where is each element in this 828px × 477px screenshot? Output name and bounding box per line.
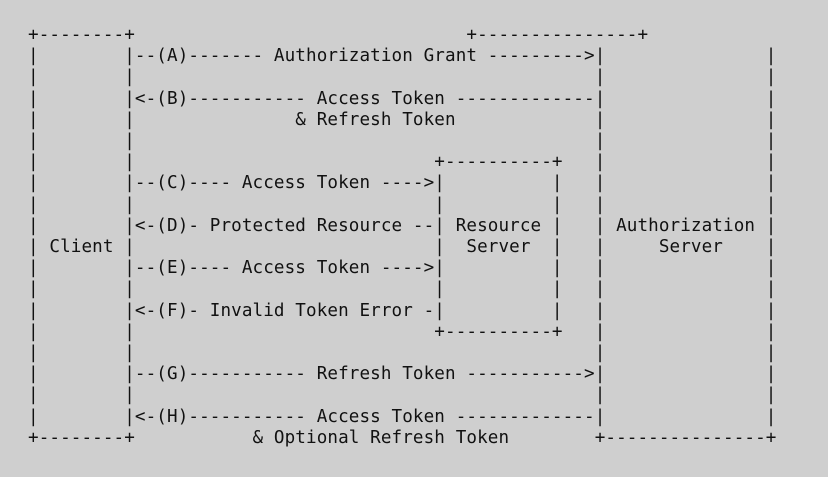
line-client-label: | Client | | Server | | Server | bbox=[28, 237, 777, 258]
line-resource-server-bottom: | | +----------+ | | bbox=[28, 321, 777, 342]
line-blank-5: | | | | bbox=[28, 343, 777, 364]
line-blank-2: | | | | bbox=[28, 131, 777, 152]
line-access-token-h: | |<-(H)----------- Access Token -------… bbox=[28, 406, 777, 427]
line-authorization-grant: | |--(A)------- Authorization Grant ----… bbox=[28, 46, 777, 67]
line-blank-6: | | | | bbox=[28, 385, 777, 406]
line-access-token-b: | |<-(B)----------- Access Token -------… bbox=[28, 88, 777, 109]
line-invalid-token-error-f: | |<-(F)- Invalid Token Error -| | | | bbox=[28, 300, 777, 321]
line-blank-3: | | | | | | bbox=[28, 194, 777, 215]
line-blank-4: | | | | | | bbox=[28, 279, 777, 300]
line-access-token-c: | |--(C)---- Access Token ---->| | | | bbox=[28, 173, 777, 194]
line-resource-server-top: | | +----------+ | | bbox=[28, 152, 777, 173]
line-top-border: +--------+ +---------------+ bbox=[28, 25, 649, 45]
line-bottom-border: +--------+ & Optional Refresh Token +---… bbox=[28, 427, 777, 448]
line-protected-resource-d: | |<-(D)- Protected Resource --| Resourc… bbox=[28, 215, 777, 236]
line-access-token-e: | |--(E)---- Access Token ---->| | | | bbox=[28, 258, 777, 279]
oauth-refresh-token-flow-diagram: +--------+ +---------------+ | |--(A)---… bbox=[28, 25, 776, 449]
line-refresh-token-g: | |--(G)----------- Refresh Token ------… bbox=[28, 364, 777, 385]
line-refresh-token-b: | | & Refresh Token | | bbox=[28, 109, 777, 130]
line-blank-1: | | | | bbox=[28, 67, 777, 88]
